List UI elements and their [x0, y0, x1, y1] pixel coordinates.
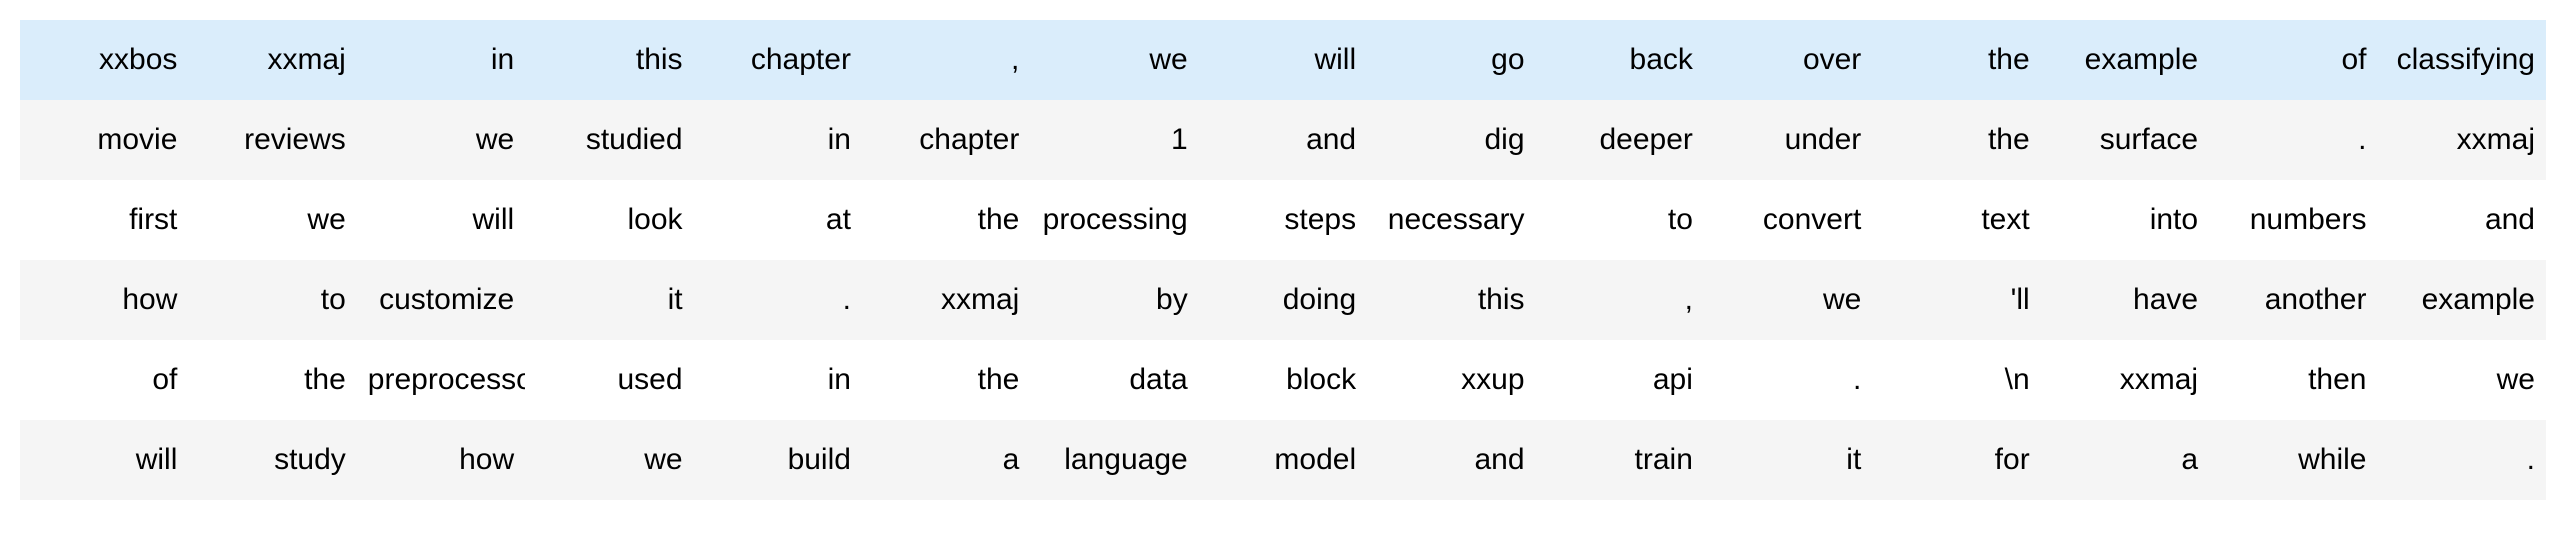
- token-cell: .: [1703, 340, 1873, 420]
- token-cell: dig: [1367, 100, 1536, 180]
- token-cell: numbers: [2209, 180, 2378, 260]
- token-cell: a: [2040, 420, 2210, 500]
- token-cell: convert: [1703, 180, 1873, 260]
- token-cell: steps: [1198, 180, 1368, 260]
- token-cell: ,: [861, 20, 1031, 100]
- token-cell: at: [693, 180, 862, 260]
- token-cell: how: [356, 420, 526, 500]
- token-cell: will: [356, 180, 526, 260]
- token-cell: and: [1198, 100, 1368, 180]
- token-cell: study: [188, 420, 357, 500]
- token-cell: while: [2209, 420, 2378, 500]
- token-cell: studied: [525, 100, 694, 180]
- token-cell: 'll: [1872, 260, 2041, 340]
- token-cell: example: [2040, 20, 2210, 100]
- token-cell: xxmaj: [2377, 100, 2546, 180]
- token-cell: xxup: [1367, 340, 1536, 420]
- token-cell: this: [525, 20, 694, 100]
- token-cell: back: [1535, 20, 1704, 100]
- token-cell: used: [525, 340, 694, 420]
- token-cell: chapter: [861, 100, 1031, 180]
- token-cell: build: [693, 420, 862, 500]
- token-cell: of: [2209, 20, 2378, 100]
- token-cell: under: [1703, 100, 1873, 180]
- token-cell: xxmaj: [188, 20, 357, 100]
- token-cell: the: [861, 340, 1031, 420]
- token-cell: over: [1703, 20, 1873, 100]
- token-cell: have: [2040, 260, 2210, 340]
- token-cell: the: [188, 340, 357, 420]
- token-cell: we: [525, 420, 694, 500]
- token-cell: this: [1367, 260, 1536, 340]
- token-cell: we: [1703, 260, 1873, 340]
- token-cell: movie: [20, 100, 189, 180]
- token-cell: xxmaj: [2040, 340, 2210, 420]
- token-cell: language: [1030, 420, 1199, 500]
- token-cell: 1: [1030, 100, 1199, 180]
- token-cell: for: [1872, 420, 2041, 500]
- token-cell: it: [1703, 420, 1873, 500]
- token-cell: how: [20, 260, 189, 340]
- token-cell: classifying: [2377, 20, 2546, 100]
- token-cell: and: [1367, 420, 1536, 500]
- token-cell: chapter: [693, 20, 862, 100]
- token-cell: a: [861, 420, 1031, 500]
- token-cell: model: [1198, 420, 1368, 500]
- token-cell: another: [2209, 260, 2378, 340]
- token-cell: to: [1535, 180, 1704, 260]
- token-cell: we: [188, 180, 357, 260]
- token-cell: first: [20, 180, 189, 260]
- token-cell: will: [1198, 20, 1368, 100]
- token-cell: we: [356, 100, 526, 180]
- token-cell: the: [861, 180, 1031, 260]
- token-cell: it: [525, 260, 694, 340]
- table-row: ofthepreprocessorusedinthedatablockxxupa…: [20, 340, 2546, 420]
- token-cell: will: [20, 420, 189, 500]
- token-cell: \n: [1872, 340, 2041, 420]
- token-cell: in: [356, 20, 526, 100]
- token-cell: block: [1198, 340, 1368, 420]
- token-cell: the: [1872, 100, 2041, 180]
- token-cell: the: [1872, 20, 2041, 100]
- token-cell: to: [188, 260, 357, 340]
- token-cell: customize: [356, 260, 526, 340]
- token-cell: go: [1367, 20, 1536, 100]
- token-cell: text: [1872, 180, 2041, 260]
- token-cell: processing: [1030, 180, 1199, 260]
- token-cell: preprocessor: [356, 340, 526, 420]
- token-cell: data: [1030, 340, 1199, 420]
- token-cell: in: [693, 340, 862, 420]
- token-cell: .: [693, 260, 862, 340]
- token-cell: surface: [2040, 100, 2210, 180]
- token-cell: .: [2209, 100, 2378, 180]
- token-cell: xxmaj: [861, 260, 1031, 340]
- token-cell: reviews: [188, 100, 357, 180]
- token-cell: deeper: [1535, 100, 1704, 180]
- token-cell: and: [2377, 180, 2546, 260]
- token-cell: .: [2377, 420, 2546, 500]
- token-cell: we: [1030, 20, 1199, 100]
- token-cell: xxbos: [20, 20, 189, 100]
- token-cell: by: [1030, 260, 1199, 340]
- token-cell: into: [2040, 180, 2210, 260]
- token-cell: api: [1535, 340, 1704, 420]
- token-cell: necessary: [1367, 180, 1536, 260]
- token-cell: train: [1535, 420, 1704, 500]
- token-cell: in: [693, 100, 862, 180]
- token-cell: ,: [1535, 260, 1704, 340]
- token-cell: doing: [1198, 260, 1368, 340]
- token-cell: of: [20, 340, 189, 420]
- token-cell: then: [2209, 340, 2378, 420]
- token-cell: look: [525, 180, 694, 260]
- token-cell: example: [2377, 260, 2546, 340]
- token-cell: we: [2377, 340, 2546, 420]
